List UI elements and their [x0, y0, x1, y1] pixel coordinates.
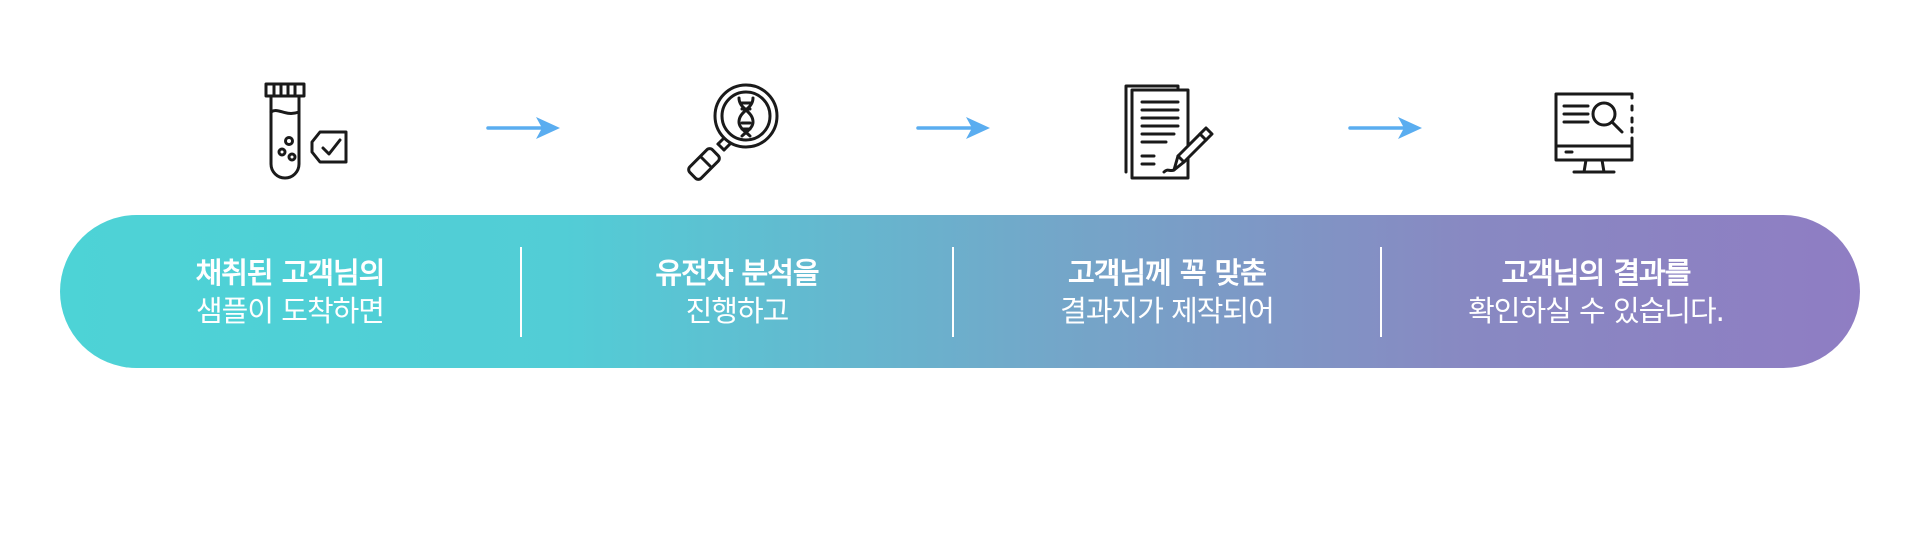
step-genetic-analysis: 유전자 분석을 진행하고	[522, 215, 952, 368]
step-title: 고객님께 꼭 맞춘	[1068, 255, 1267, 290]
arrow-right-icon	[916, 117, 990, 139]
step-subtitle: 확인하실 수 있습니다.	[1468, 293, 1725, 328]
test-tube-icon	[250, 78, 360, 188]
step-title: 유전자 분석을	[655, 255, 819, 290]
step-divider	[952, 247, 954, 337]
step-subtitle: 결과지가 제작되어	[1060, 293, 1275, 328]
step-sample-arrival: 채취된 고객님의 샘플이 도착하면	[60, 215, 520, 368]
document-pen-icon	[1112, 78, 1222, 188]
process-steps-bar: 채취된 고객님의 샘플이 도착하면 유전자 분석을 진행하고 고객님께 꼭 맞춘…	[60, 215, 1860, 368]
step-report-creation: 고객님께 꼭 맞춘 결과지가 제작되어	[954, 215, 1380, 368]
step-subtitle: 진행하고	[685, 293, 790, 328]
monitor-search-icon	[1540, 78, 1650, 188]
step-divider	[520, 247, 522, 337]
step-title: 고객님의 결과를	[1501, 255, 1692, 290]
step-subtitle: 샘플이 도착하면	[196, 293, 385, 328]
step-view-results: 고객님의 결과를 확인하실 수 있습니다.	[1382, 215, 1810, 368]
arrow-right-icon	[486, 117, 560, 139]
dna-magnifier-icon	[680, 78, 790, 188]
step-divider	[1380, 247, 1382, 337]
step-title: 채취된 고객님의	[195, 255, 386, 290]
arrow-right-icon	[1348, 117, 1422, 139]
